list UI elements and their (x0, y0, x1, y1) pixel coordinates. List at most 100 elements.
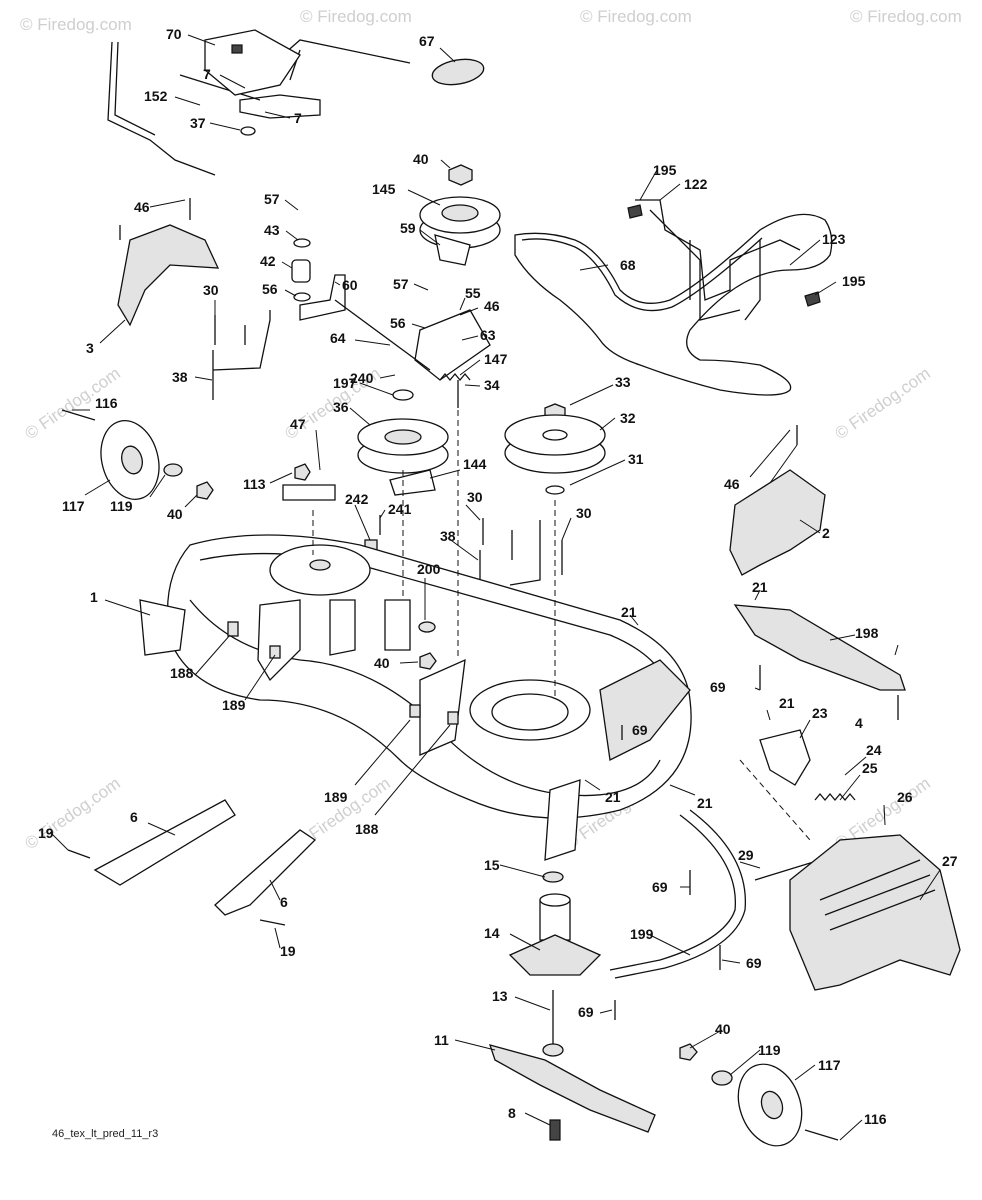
callout-60: 60 (342, 277, 358, 293)
callout-labels: 70 67 7 7 152 37 40 145 195 122 46 57 43… (38, 26, 958, 1127)
callout-57: 57 (264, 191, 280, 207)
washer-31 (545, 485, 565, 495)
arm-198 (733, 604, 906, 691)
bolt-8 (549, 1119, 561, 1141)
spacer-189 (409, 704, 421, 718)
washer-119 (163, 463, 183, 477)
callout-4: 4 (855, 715, 863, 731)
callout-21: 21 (621, 604, 637, 620)
spring-147 (439, 372, 471, 382)
callout-38: 38 (172, 369, 188, 385)
chute-2 (729, 469, 826, 576)
callout-189: 189 (222, 697, 246, 713)
watermark-text: © Firedog.com (300, 7, 412, 26)
callout-30: 30 (576, 505, 592, 521)
bracket-38 (212, 310, 271, 400)
callout-21: 21 (697, 795, 713, 811)
chute-27-rib (819, 859, 921, 901)
belt-guide-122 (635, 199, 801, 321)
callout-46: 46 (134, 199, 150, 215)
nut-40 (448, 164, 473, 186)
callout-64: 64 (330, 330, 346, 346)
callout-122: 122 (684, 176, 708, 192)
chute-27-rib (829, 889, 936, 931)
watermark-text: © Firedog.com (831, 364, 933, 444)
blade-11 (488, 1044, 656, 1133)
callout-55: 55 (465, 285, 481, 301)
idler-arm-55 (414, 234, 491, 381)
callout-6: 6 (280, 894, 288, 910)
callout-57: 57 (393, 276, 409, 292)
callout-30: 30 (467, 489, 483, 505)
callout-241: 241 (388, 501, 412, 517)
pulley-145 (419, 196, 501, 249)
callout-43: 43 (264, 222, 280, 238)
nut-40 (196, 481, 214, 500)
bracket-70 (204, 29, 321, 119)
callout-40: 40 (715, 1021, 731, 1037)
belt-68 (514, 213, 833, 396)
callout-116: 116 (95, 395, 118, 411)
callout-69: 69 (652, 879, 668, 895)
wheel-117 (100, 420, 160, 500)
callout-27: 27 (942, 853, 958, 869)
bracket-23 (759, 729, 811, 786)
callout-3: 3 (86, 340, 94, 356)
spacer-189 (269, 645, 281, 659)
callout-30: 30 (203, 282, 219, 298)
callout-56: 56 (262, 281, 278, 297)
callout-240: 240 (350, 370, 374, 386)
washer-200 (418, 621, 436, 633)
watermark-text: © Firedog.com (850, 7, 962, 26)
callout-70: 70 (166, 26, 182, 42)
alignment-line (739, 759, 811, 841)
callout-15: 15 (484, 857, 500, 873)
callout-56: 56 (390, 315, 406, 331)
rod-29 (754, 859, 821, 881)
callout-40: 40 (374, 655, 390, 671)
callout-42: 42 (260, 253, 276, 269)
callout-7: 7 (203, 66, 211, 82)
watermark-text: © Firedog.com (21, 774, 123, 854)
callout-40: 40 (167, 506, 183, 522)
callout-36: 36 (333, 399, 349, 415)
callout-25: 25 (862, 760, 878, 776)
callout-68: 68 (620, 257, 636, 273)
callout-47: 47 (290, 416, 306, 432)
part-illustrations (61, 29, 961, 1147)
callout-67: 67 (419, 33, 435, 49)
callout-26: 26 (897, 789, 913, 805)
bolt-19 (259, 919, 286, 926)
knob-67 (431, 58, 485, 86)
callout-2: 2 (822, 525, 830, 541)
strap-199-edge (614, 809, 747, 979)
callout-69: 69 (578, 1004, 594, 1020)
washer-37 (240, 126, 256, 136)
callout-195: 195 (653, 162, 677, 178)
spindle-14 (508, 893, 602, 976)
callout-63: 63 (480, 327, 496, 343)
callout-19: 19 (38, 825, 54, 841)
bracket-47 (282, 484, 336, 501)
spacer-188 (227, 621, 239, 637)
bracket-6 (93, 799, 236, 886)
nut-15 (542, 871, 564, 883)
nut-40 (419, 652, 437, 670)
callout-13: 13 (492, 988, 508, 1004)
callout-38: 38 (440, 528, 456, 544)
callout-21: 21 (752, 579, 768, 595)
bracket-6 (214, 829, 317, 916)
leader-lines (49, 34, 941, 1141)
callout-14: 14 (484, 925, 500, 941)
callout-69: 69 (710, 679, 726, 695)
callout-188: 188 (170, 665, 194, 681)
callout-40: 40 (413, 151, 429, 167)
callout-188: 188 (355, 821, 379, 837)
callout-195: 195 (842, 273, 866, 289)
chute-27-rib (824, 874, 931, 916)
callout-59: 59 (400, 220, 416, 236)
callout-119: 119 (758, 1042, 781, 1058)
callout-33: 33 (615, 374, 631, 390)
washer-197 (392, 389, 414, 401)
